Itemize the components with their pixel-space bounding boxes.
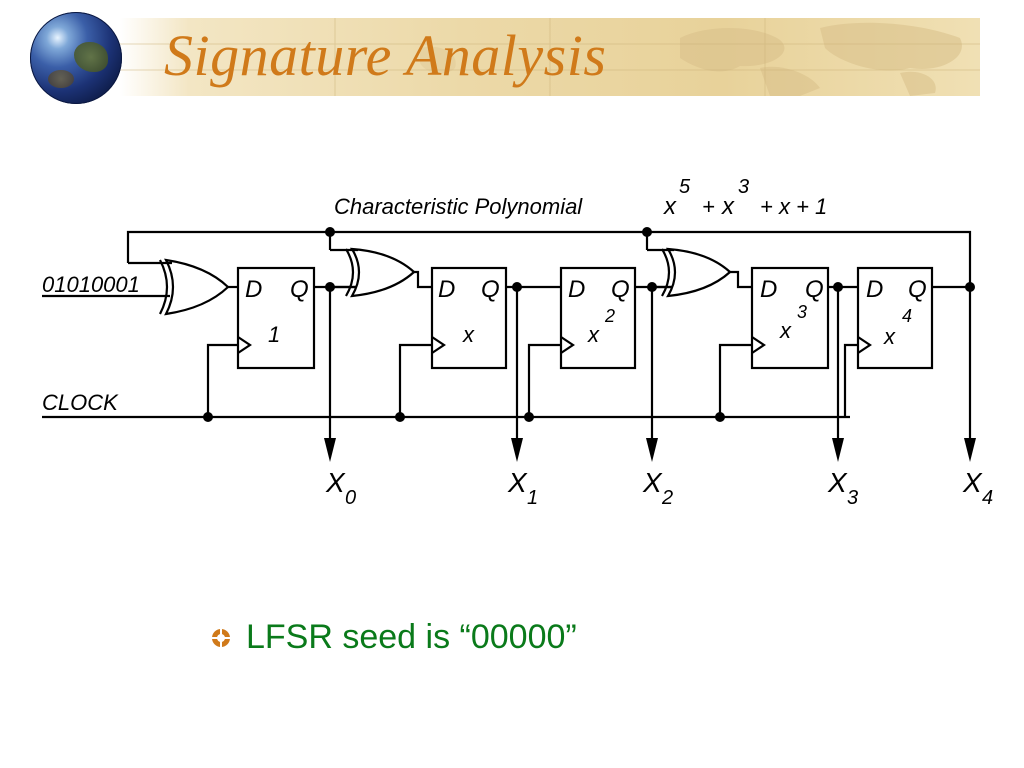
svg-text:2: 2 (604, 306, 615, 326)
page-title: Signature Analysis (164, 23, 607, 88)
poly-term: x (721, 193, 735, 220)
svg-text:3: 3 (797, 302, 807, 322)
bullet-icon (212, 628, 230, 647)
svg-text:x: x (462, 322, 475, 347)
characteristic-polynomial: Characteristic Polynomial x 5 + x 3 + x … (334, 176, 827, 220)
poly-exponent: 3 (738, 176, 749, 198)
world-map-decoration (120, 18, 980, 96)
bullet-item: LFSR seed is “00000” (210, 618, 577, 657)
clock-branch-wires (206, 343, 858, 417)
xor-gate-1 (128, 258, 230, 316)
svg-text:D: D (866, 276, 883, 303)
poly-term: x (663, 193, 677, 220)
svg-text:Q: Q (805, 276, 824, 303)
svg-text:4: 4 (902, 306, 912, 326)
svg-text:x: x (883, 324, 896, 349)
svg-text:x: x (779, 318, 792, 343)
svg-text:4: 4 (982, 487, 993, 509)
output-label: X (962, 467, 983, 498)
svg-text:D: D (438, 276, 455, 303)
flipflop-1 (430, 266, 508, 370)
svg-text:Q: Q (611, 276, 630, 303)
output-arrowheads (324, 438, 976, 462)
svg-text:1: 1 (268, 322, 280, 347)
svg-text:3: 3 (847, 487, 858, 509)
flipflop-0 (236, 266, 316, 370)
svg-text:Q: Q (290, 276, 309, 303)
output-label: X (325, 467, 346, 498)
svg-text:0: 0 (345, 487, 356, 509)
svg-text:D: D (245, 276, 262, 303)
svg-text:x: x (587, 322, 600, 347)
svg-text:D: D (568, 276, 585, 303)
output-label: X (642, 467, 663, 498)
svg-text:1: 1 (527, 487, 538, 509)
xor-gate-3 (647, 247, 732, 298)
flipflop-3 (750, 266, 830, 370)
globe-logo (30, 12, 122, 104)
poly-operator: + (702, 194, 715, 219)
output-labels: X 0 X 1 X 2 X 3 X 4 (325, 467, 993, 509)
svg-text:Q: Q (481, 276, 500, 303)
flipflop-weights: 1 x x 2 x 3 x 4 (268, 302, 912, 349)
input-sequence: 01010001 (42, 272, 140, 297)
flipflop-2 (559, 266, 637, 370)
poly-exponent: 5 (679, 176, 691, 198)
bullet-text: LFSR seed is “00000” (246, 618, 577, 656)
output-label: X (827, 467, 848, 498)
poly-operator: + x + 1 (760, 194, 827, 219)
poly-label: Characteristic Polynomial (334, 194, 583, 219)
flipflop-pin-labels: D Q D Q D Q D Q D Q (245, 276, 927, 303)
svg-text:Q: Q (908, 276, 927, 303)
svg-text:D: D (760, 276, 777, 303)
svg-text:2: 2 (661, 487, 673, 509)
xor-gate-2 (330, 247, 416, 298)
flipflop-4 (856, 266, 934, 370)
junction-dots (203, 227, 975, 422)
clock-label: CLOCK (42, 390, 119, 415)
title-banner (120, 18, 980, 96)
output-label: X (507, 467, 528, 498)
